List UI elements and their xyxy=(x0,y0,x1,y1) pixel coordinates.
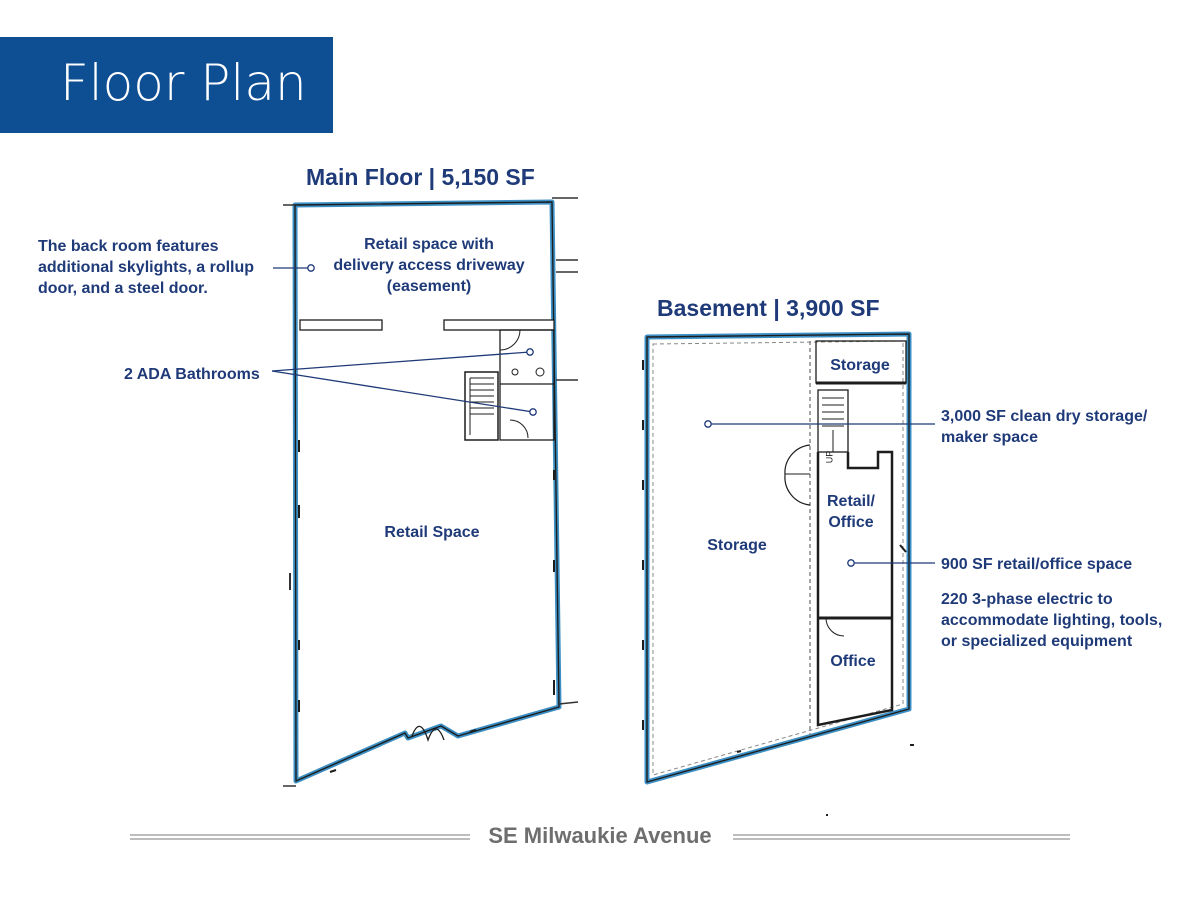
note-bathrooms: 2 ADA Bathrooms xyxy=(124,366,260,383)
room-label-storage-large: Storage xyxy=(707,537,767,554)
note-clean-storage: 3,000 SF clean dry storage/ maker space xyxy=(941,408,1148,446)
street-name: SE Milwaukie Avenue xyxy=(478,823,722,848)
street-lines xyxy=(130,834,1070,840)
stair-up-label: UP xyxy=(824,450,835,464)
note-retail-office-space: 900 SF retail/office space xyxy=(941,556,1133,573)
page-title: Floor Plan xyxy=(60,54,307,112)
room-label-retail-space: Retail Space xyxy=(384,524,480,541)
note-electric: 220 3-phase electric to accommodate ligh… xyxy=(941,591,1163,650)
room-label-storage-small: Storage xyxy=(830,357,890,374)
main-floor-heading: Main Floor | 5,150 SF xyxy=(306,164,535,190)
room-label-retail-office: Retail/ Office xyxy=(826,493,875,531)
basement-heading: Basement | 3,900 SF xyxy=(657,295,880,321)
title-banner xyxy=(0,37,333,133)
note-back-room: The back room features additional skylig… xyxy=(38,238,255,297)
room-label-office: Office xyxy=(830,653,876,670)
callout-lines xyxy=(271,264,935,567)
street-label: SE Milwaukie Avenue xyxy=(0,823,1200,849)
room-label-retail-easement: Retail space with delivery access drivew… xyxy=(333,236,525,295)
basement-plan xyxy=(642,331,914,816)
